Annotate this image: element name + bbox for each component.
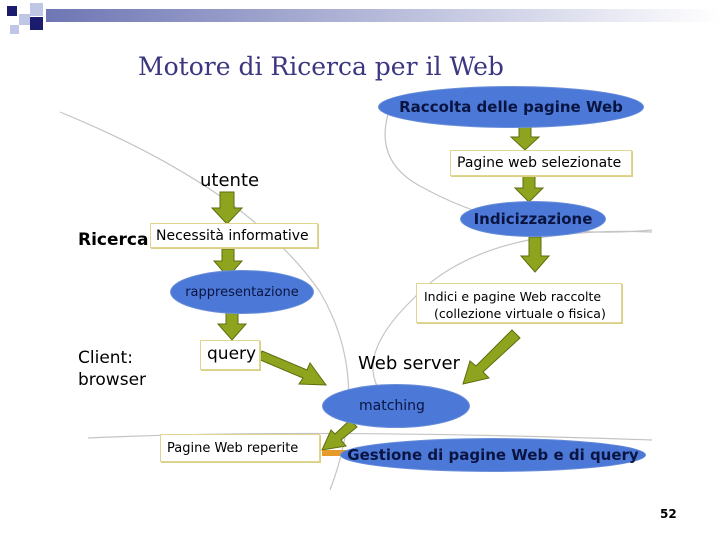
box-necessita-informative: Necessità informative	[150, 223, 318, 248]
slide-title: Motore di Ricerca per il Web	[138, 52, 504, 81]
ellipse-gestione-pagine-query: Gestione di pagine Web e di query	[340, 438, 646, 472]
header-square-light-3	[10, 25, 19, 34]
header-square-dark-2	[30, 17, 43, 30]
label-ricerca: Ricerca	[78, 230, 149, 250]
header-square-light-2	[30, 3, 43, 16]
arrow-indici-to-server	[462, 329, 521, 385]
header-decoration	[7, 3, 720, 34]
box-pagine-web-selezionate: Pagine web selezionate	[450, 150, 632, 176]
box-indici-pagine-web: Indici e pagine Web raccolte (collezione…	[416, 283, 622, 323]
label-utente: utente	[200, 170, 260, 191]
box-query: query	[200, 340, 260, 370]
ellipse-raccolta-pagine-web: Raccolta delle pagine Web	[378, 86, 644, 128]
box-indici-line1: Indici e pagine Web raccolte	[424, 289, 602, 304]
ellipse-matching: matching	[322, 384, 470, 428]
arrow-down-2	[212, 248, 244, 278]
header-square-dark-1	[7, 6, 17, 16]
label-client: Client:	[78, 348, 133, 368]
arrow-down-6	[519, 236, 551, 273]
arrow-matching-to-reperite	[321, 419, 358, 451]
header-gradient-band	[46, 9, 720, 22]
arrow-query-to-matching	[257, 350, 328, 386]
ellipse-indicizzazione: Indicizzazione	[460, 201, 606, 237]
ellipse-rappresentazione: rappresentazione	[170, 270, 314, 314]
label-web-server: Web server	[358, 353, 460, 374]
arrow-down-4	[509, 125, 541, 151]
header-square-light-1	[19, 14, 30, 25]
box-indici-line2: (collezione virtuale o fisica)	[434, 306, 606, 321]
orange-connector	[322, 450, 350, 456]
arrow-down-1	[210, 191, 244, 225]
arrow-down-5	[513, 175, 545, 203]
box-pagine-web-reperite: Pagine Web reperite	[160, 434, 320, 462]
page-number: 52	[660, 507, 677, 521]
label-browser: browser	[78, 370, 147, 390]
curve-top	[384, 107, 653, 233]
